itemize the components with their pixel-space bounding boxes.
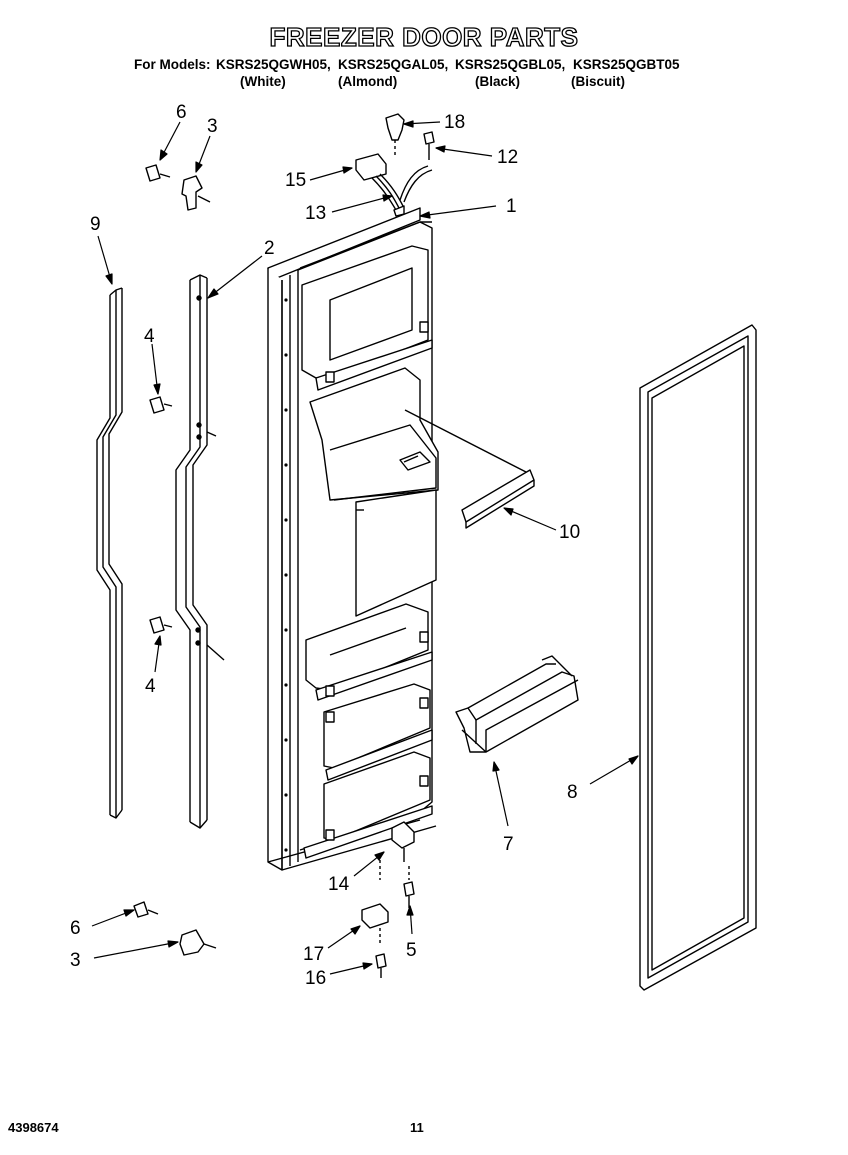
bottom-hinge-screw-part [133, 901, 159, 918]
bottom-hinge-bracket-part [179, 929, 217, 956]
callout-1: 1 [506, 196, 517, 217]
page-title: FREEZER DOOR PARTS [269, 21, 579, 52]
callout-17: 17 [303, 944, 324, 965]
callout-16: 16 [305, 968, 326, 989]
model-number-biscuit: KSRS25QGBT05 [573, 57, 680, 72]
callout-14: 14 [328, 874, 350, 895]
callout-2: 2 [264, 238, 275, 259]
top-hinge-bracket-part [181, 175, 211, 211]
page-number: 11 [410, 1120, 424, 1135]
model-color-black: (Black) [475, 74, 521, 89]
callout-6-bottom: 6 [70, 918, 81, 939]
callout-3-top: 3 [207, 116, 218, 137]
document-number: 4398674 [8, 1120, 59, 1135]
model-color-white: (White) [240, 74, 286, 89]
hinge-screw-part-5 [403, 866, 415, 908]
wire-harness-part [355, 153, 433, 217]
shelf-rail-part [404, 409, 535, 529]
callout-13: 13 [305, 203, 326, 224]
bottom-hinge-pin-part [379, 821, 415, 880]
callout-9: 9 [90, 214, 101, 235]
callout-12: 12 [497, 147, 518, 168]
harness-screw-part [423, 131, 435, 160]
callout-8: 8 [567, 782, 578, 803]
door-trim-strip-part [175, 274, 225, 829]
door-bin-part [455, 655, 579, 753]
model-color-almond: (Almond) [338, 74, 398, 89]
connector-plug-part [385, 113, 405, 158]
callout-6-top: 6 [176, 102, 187, 123]
callout-18: 18 [444, 112, 465, 133]
callout-3-bottom: 3 [70, 950, 81, 971]
model-color-biscuit: (Biscuit) [571, 74, 625, 89]
screw-part-4-lower [149, 616, 173, 634]
door-gasket-part [96, 287, 123, 819]
model-number-black: KSRS25QGBL05, [455, 57, 566, 72]
hinge-block-part [361, 903, 389, 944]
callout-15: 15 [285, 170, 306, 191]
callout-10: 10 [559, 522, 580, 543]
model-list: For Models: KSRS25QGWH05, KSRS25QGAL05, … [0, 57, 848, 97]
callout-4-lower: 4 [145, 676, 156, 697]
top-hinge-screw-part [145, 164, 171, 182]
model-number-almond: KSRS25QGAL05, [338, 57, 449, 72]
callout-7: 7 [503, 834, 514, 855]
callout-leaders [91, 120, 639, 975]
hinge-screw-part-16 [375, 953, 387, 978]
model-number-white: KSRS25QGWH05, [216, 57, 331, 72]
callout-numbers: 1 2 3 3 4 4 5 6 6 7 8 9 10 12 13 14 15 1… [70, 102, 580, 989]
callout-5: 5 [406, 940, 417, 961]
models-prefix: For Models: [134, 57, 211, 72]
callout-4-upper: 4 [144, 326, 155, 347]
freezer-door-part [267, 207, 439, 871]
screw-part-4-upper [149, 396, 173, 414]
door-panel-frame-part [639, 324, 757, 991]
